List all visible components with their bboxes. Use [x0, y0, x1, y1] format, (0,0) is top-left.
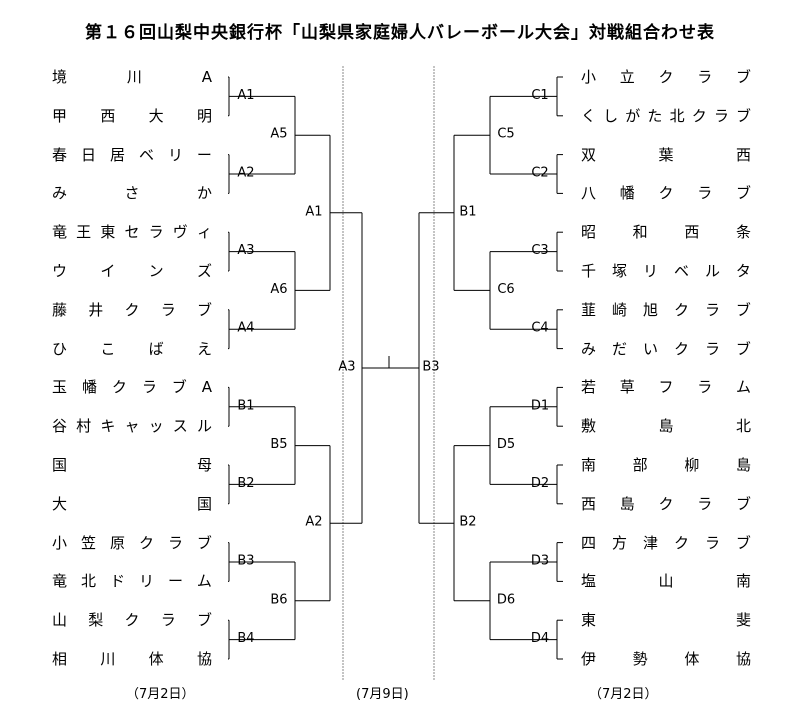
team-right-10: 敷島北	[581, 417, 751, 436]
team-right-2: くしがた北クラブ	[581, 106, 751, 125]
team-left-15: 山梨クラブ	[52, 611, 212, 630]
team-left-14: 竜北ドリーム	[52, 572, 212, 591]
team-right-9: 若草フラム	[581, 378, 751, 397]
match-label-b3: B3	[237, 554, 254, 569]
team-right-4: 八幡クラブ	[581, 184, 751, 203]
team-left-12: 大国	[52, 494, 212, 513]
match-label-c6: C6	[497, 282, 514, 297]
bracket-lines	[228, 76, 563, 660]
match-label-d1: D1	[531, 398, 549, 413]
date-left: （7月2日）	[126, 687, 195, 702]
team-list-right: 小立クラブくしがた北クラブ双葉西八幡クラブ昭和西条千塚リベルタ韮崎旭クラブみだい…	[581, 66, 751, 687]
team-left-11: 国母	[52, 455, 212, 474]
team-left-6: ウインズ	[52, 261, 212, 280]
page-title: 第１６回山梨中央銀行杯「山梨県家庭婦人バレーボール大会」対戦組合わせ表	[85, 23, 715, 43]
match-label-b2: B2	[237, 476, 254, 491]
match-label-d4: D4	[531, 631, 549, 646]
match-label-c2: C2	[531, 166, 548, 181]
team-right-15: 東斐	[581, 611, 751, 630]
match-label-a5: A5	[270, 127, 287, 142]
team-left-4: みさか	[52, 184, 212, 203]
match-label-d6: D6	[497, 592, 515, 607]
match-label-a2: A2	[237, 166, 254, 181]
team-left-13: 小笠原クラブ	[52, 533, 212, 552]
match-label-a2: A2	[305, 515, 322, 530]
match-label-b5: B5	[270, 437, 287, 452]
date-middle: (7月9日)	[356, 687, 409, 702]
team-left-8: ひこばえ	[52, 339, 212, 358]
match-label-b4: B4	[237, 631, 254, 646]
team-left-7: 藤井クラブ	[52, 300, 212, 319]
match-labels: A1A2A3A4B1B2B3B4A5A6B5B6A1A2C1C2C3C4D1D2…	[237, 88, 549, 646]
match-label-a3: A3	[237, 243, 254, 258]
match-label-b2: B2	[459, 515, 476, 530]
team-right-5: 昭和西条	[581, 223, 751, 242]
match-label-a1: A1	[237, 88, 254, 103]
match-label-a6: A6	[270, 282, 287, 297]
match-label-a4: A4	[237, 321, 254, 336]
match-label-a3: A3	[338, 360, 355, 375]
team-left-2: 甲西大明	[52, 106, 212, 125]
team-right-7: 韮崎旭クラブ	[581, 300, 751, 319]
team-right-3: 双葉西	[581, 145, 751, 164]
team-right-13: 四方津クラブ	[581, 533, 751, 552]
team-left-10: 谷村キャッスル	[52, 417, 212, 436]
match-label-b1: B1	[459, 204, 476, 219]
match-label-d2: D2	[531, 476, 549, 491]
team-left-5: 竜王東セラヴィ	[52, 223, 212, 242]
match-label-c4: C4	[531, 321, 548, 336]
match-label-a1: A1	[305, 204, 322, 219]
team-right-11: 南部柳島	[581, 455, 751, 474]
match-label-b3: B3	[422, 360, 439, 375]
team-right-6: 千塚リベルタ	[581, 261, 751, 280]
match-label-c1: C1	[531, 88, 548, 103]
match-label-d5: D5	[497, 437, 515, 452]
match-label-b6: B6	[270, 592, 287, 607]
team-right-16: 伊勢体協	[581, 649, 751, 668]
match-label-c3: C3	[531, 243, 548, 258]
team-right-8: みだいクラブ	[581, 339, 751, 358]
match-label-b1: B1	[237, 398, 254, 413]
date-right: （7月2日）	[589, 687, 658, 702]
match-label-c5: C5	[497, 127, 514, 142]
team-right-1: 小立クラブ	[581, 68, 751, 86]
team-left-3: 春日居ベリー	[52, 145, 212, 164]
team-right-12: 西島クラブ	[581, 494, 751, 513]
team-left-16: 相川体協	[52, 649, 212, 668]
team-right-14: 塩山南	[581, 572, 751, 591]
divider-lines	[342, 66, 435, 680]
match-label-d3: D3	[531, 554, 549, 569]
